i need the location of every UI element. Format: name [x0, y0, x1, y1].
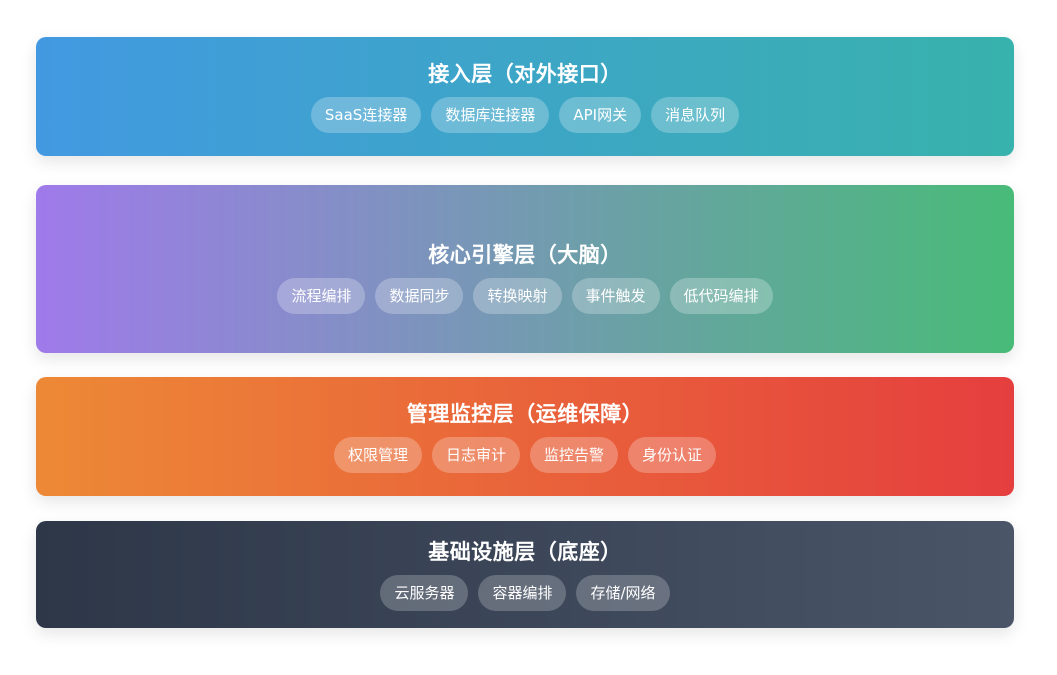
core-engine-layer-tags: 流程编排 数据同步 转换映射 事件触发 低代码编排: [277, 278, 773, 314]
tag-monitoring-alert: 监控告警: [530, 436, 619, 473]
core-engine-layer: 核心引擎层（大脑） 流程编排 数据同步 转换映射 事件触发 低代码编排: [36, 185, 1014, 353]
infrastructure-layer: 基础设施层（底座） 云服务器 容器编排 存储/网络: [36, 521, 1014, 628]
access-layer: 接入层（对外接口） SaaS连接器 数据库连接器 API网关 消息队列: [36, 37, 1014, 156]
tag-database-connector: 数据库连接器: [431, 96, 550, 133]
tag-data-sync: 数据同步: [375, 278, 464, 314]
access-layer-title: 接入层（对外接口）: [428, 61, 622, 86]
tag-storage-network: 存储/网络: [576, 574, 670, 611]
management-monitoring-layer: 管理监控层（运维保障） 权限管理 日志审计 监控告警 身份认证: [36, 377, 1014, 496]
infrastructure-layer-tags: 云服务器 容器编排 存储/网络: [380, 574, 670, 611]
tag-cloud-server: 云服务器: [380, 574, 469, 611]
tag-identity-auth: 身份认证: [628, 436, 717, 473]
tag-saas-connector: SaaS连接器: [310, 96, 422, 133]
tag-low-code-orchestration: 低代码编排: [669, 278, 773, 314]
core-engine-layer-title: 核心引擎层（大脑）: [428, 243, 622, 267]
tag-api-gateway: API网关: [559, 96, 642, 133]
management-layer-tags: 权限管理 日志审计 监控告警 身份认证: [333, 436, 717, 473]
tag-event-trigger: 事件触发: [571, 278, 660, 314]
tag-log-audit: 日志审计: [431, 436, 520, 473]
tag-container-orchestration: 容器编排: [478, 574, 567, 611]
management-layer-title: 管理监控层（运维保障）: [406, 401, 644, 426]
tag-transform-mapping: 转换映射: [473, 278, 562, 314]
tag-permission-management: 权限管理: [333, 436, 422, 473]
infrastructure-layer-title: 基础设施层（底座）: [428, 539, 622, 564]
access-layer-tags: SaaS连接器 数据库连接器 API网关 消息队列: [310, 96, 740, 133]
tag-message-queue: 消息队列: [651, 96, 740, 133]
tag-flow-orchestration: 流程编排: [277, 278, 366, 314]
